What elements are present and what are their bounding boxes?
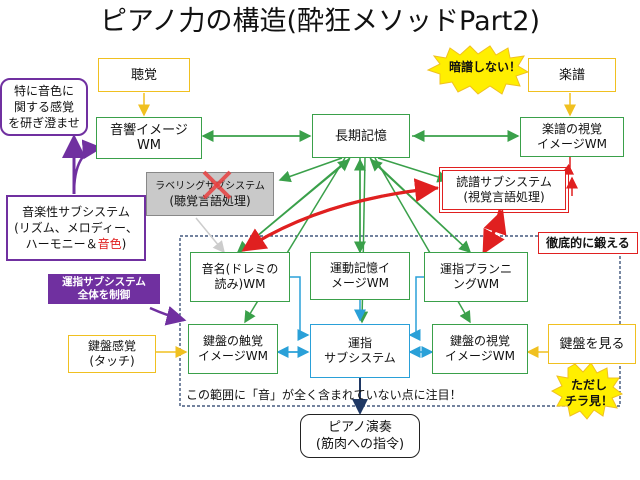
box-ongakusei-subsystem: 音楽性サブシステム (リズム、メロディー、 ハーモニー＆音色) <box>6 195 146 261</box>
chiramiru-starburst <box>550 362 623 420</box>
onkyo-line2: WM <box>136 138 162 153</box>
callout-tettei: 徹底的に鍛える <box>538 232 638 254</box>
box-unshi-planning: 運指プランニ ングWM <box>424 252 528 302</box>
page-title: ピアノ力の構造(酔狂メソッドPart2) <box>99 6 541 37</box>
box-dokufu-subsystem: 読譜サブシステム (視覚言語処理) <box>439 167 569 213</box>
callout-tokuni-neiro: 特に音色に 関する感覚 を研ぎ澄ませ <box>0 78 88 136</box>
box-onkyo-image: 音響イメージ WM <box>96 117 202 159</box>
region-note: この範囲に「音」が全く含まれていない点に注目！ <box>186 388 462 402</box>
onkyo-line1: 音響イメージ <box>110 123 188 138</box>
anfu-starburst <box>426 45 530 95</box>
callout-chiramiru: ただし チラ見！ <box>564 378 613 408</box>
box-kenban-shikaku: 鍵盤の視覚 イメージWM <box>432 324 528 374</box>
box-piano-ensou: ピアノ演奏 (筋肉への指令) <box>300 414 420 458</box>
box-onmei-wm: 音名(ドレミの 読み)WM <box>190 252 290 302</box>
box-choukaku: 聴覚 <box>98 58 190 92</box>
box-kenban-kankaku: 鍵盤感覚 (タッチ) <box>68 335 156 373</box>
callout-anfu: 暗譜しない！ <box>448 60 521 74</box>
callout-unshi-control: 運指サブシステム 全体を制御 <box>48 274 160 304</box>
neiro-highlight: 音色 <box>97 237 122 251</box>
box-kenban-shokkaku: 鍵盤の触覚 イメージWM <box>188 324 278 374</box>
box-chouki-kioku: 長期記憶 <box>312 114 410 158</box>
box-kenban-miru: 鍵盤を見る <box>548 324 636 364</box>
box-undou-kioku: 運動記憶イ メージWM <box>310 252 410 300</box>
box-gakufu-shikaku: 楽譜の視覚 イメージWM <box>520 117 624 157</box>
box-gakufu: 楽譜 <box>528 58 616 92</box>
box-unshi-subsystem: 運指 サブシステム <box>310 324 410 378</box>
